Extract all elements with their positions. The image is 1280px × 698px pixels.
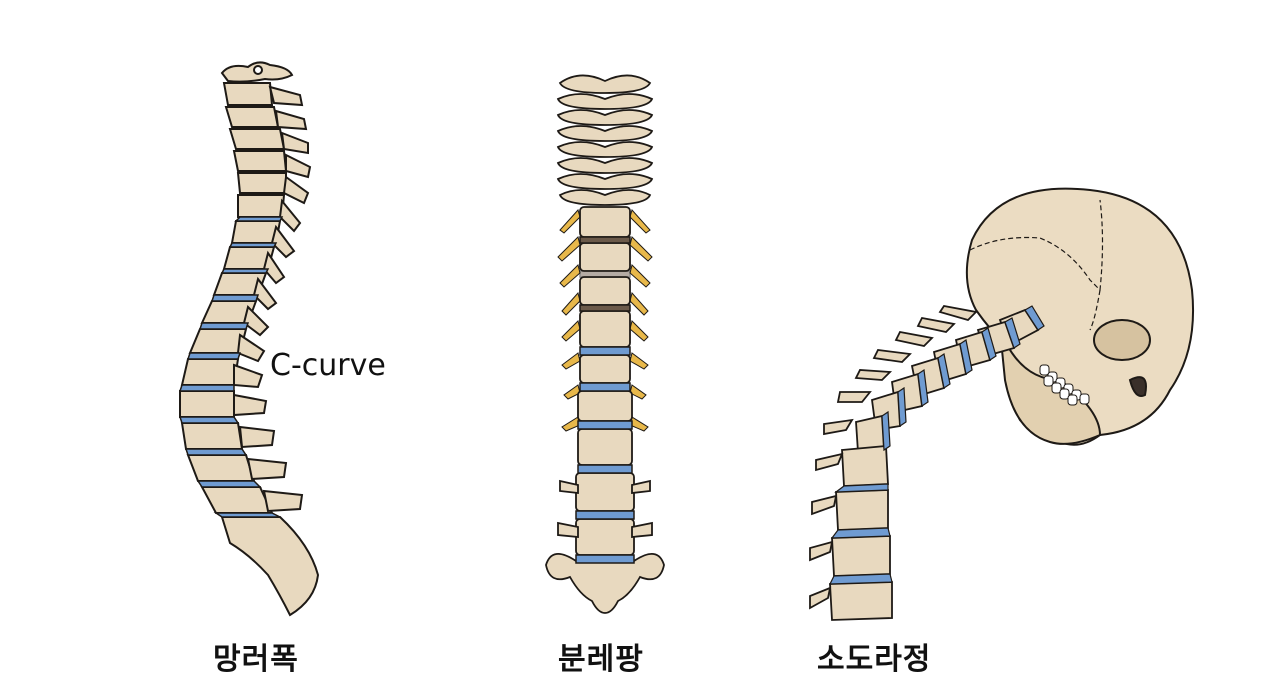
curved-spine-illustration: [178, 61, 320, 617]
figure-forward-head-spine: [800, 180, 1220, 625]
label-left-figure: 망러폭: [213, 642, 299, 677]
straight-spine-illustration: [545, 74, 665, 614]
label-right-figure: 소도라정: [817, 642, 932, 677]
figure-curved-spine: [140, 55, 340, 625]
forward-head-illustration: [809, 187, 1195, 621]
label-center-figure: 분레팡: [558, 642, 644, 677]
figure-straight-spine: [540, 65, 670, 620]
c-curve-annotation: C-curve: [270, 348, 386, 383]
